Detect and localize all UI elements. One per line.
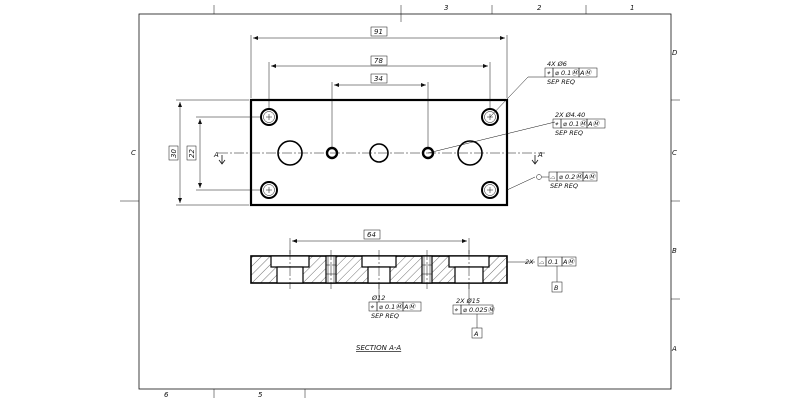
svg-text:⌖: ⌖ bbox=[547, 69, 552, 77]
zone-right-d: D bbox=[672, 49, 678, 57]
svg-text:2X: 2X bbox=[525, 258, 534, 266]
svg-text:AⓂ: AⓂ bbox=[587, 120, 600, 128]
callout-bore-15: 2X Ø15 ⌖ ⌀ 0.025Ⓜ A bbox=[452, 283, 496, 339]
svg-text:⌀ 0.1Ⓜ: ⌀ 0.1Ⓜ bbox=[555, 69, 579, 77]
svg-text:⌀ 0.2Ⓜ: ⌀ 0.2Ⓜ bbox=[559, 173, 583, 181]
plate-outline bbox=[249, 98, 509, 207]
zone-bottom-6: 6 bbox=[164, 391, 169, 399]
section-title: SECTION A-A bbox=[356, 344, 401, 352]
dim-height-inner: 22 bbox=[186, 116, 262, 191]
svg-text:AⓂ: AⓂ bbox=[579, 69, 592, 77]
svg-text:4X Ø6: 4X Ø6 bbox=[547, 60, 567, 68]
callout-holes-6: 4X Ø6 ⌖ ⌀ 0.1Ⓜ AⓂ SEP REQ bbox=[489, 60, 598, 118]
zone-top-3: 3 bbox=[444, 4, 448, 12]
dim-hole-spacing: 78 bbox=[268, 55, 491, 108]
svg-text:A: A bbox=[473, 330, 478, 338]
svg-text:30: 30 bbox=[170, 149, 178, 158]
svg-text:SEP REQ: SEP REQ bbox=[555, 129, 583, 137]
callout-holes-4-40: 2X Ø4.40 ⌖ ⌀ 0.1Ⓜ AⓂ SEP REQ bbox=[427, 111, 606, 154]
svg-text:SEP REQ: SEP REQ bbox=[550, 182, 578, 190]
svg-text:SEP REQ: SEP REQ bbox=[371, 312, 399, 320]
svg-text:⌀ 0.1Ⓜ: ⌀ 0.1Ⓜ bbox=[379, 303, 403, 311]
svg-text:91: 91 bbox=[374, 28, 383, 36]
svg-text:34: 34 bbox=[374, 75, 383, 83]
section-mark-left: A bbox=[213, 151, 219, 159]
zone-markers: 3 2 1 6 5 D C B A C bbox=[131, 4, 678, 399]
svg-text:SEP REQ: SEP REQ bbox=[547, 78, 575, 86]
top-view: A A 91 78 34 bbox=[168, 26, 606, 207]
svg-text:⌖: ⌖ bbox=[370, 303, 375, 311]
zone-bottom-5: 5 bbox=[258, 391, 263, 399]
dim-overall-length: 91 bbox=[250, 26, 508, 98]
dim-inner-spacing: 34 bbox=[331, 73, 429, 147]
svg-text:2X Ø4.40: 2X Ø4.40 bbox=[555, 111, 585, 119]
sheet-border bbox=[120, 5, 680, 398]
callout-profile-section: 2X ⌓ 0.1 AⓂ B bbox=[507, 256, 577, 293]
zone-right-b: B bbox=[672, 247, 677, 255]
svg-text:⌖: ⌖ bbox=[555, 120, 560, 128]
svg-text:Ø12: Ø12 bbox=[371, 294, 385, 302]
svg-text:22: 22 bbox=[188, 149, 196, 158]
dim-section-span: 64 bbox=[289, 229, 470, 254]
svg-text:0.1: 0.1 bbox=[548, 258, 558, 266]
section-view: 64 2X ⌓ 0.1 AⓂ B Ø12 ⌖ ⌀ 0.1Ⓜ AⓂ SEP R bbox=[250, 229, 577, 352]
zone-top-2: 2 bbox=[537, 4, 542, 12]
svg-text:⌖: ⌖ bbox=[454, 306, 459, 314]
zone-left-c: C bbox=[131, 149, 136, 157]
svg-text:2X Ø15: 2X Ø15 bbox=[456, 297, 480, 305]
svg-text:64: 64 bbox=[367, 231, 376, 239]
svg-text:⌀ 0.1Ⓜ: ⌀ 0.1Ⓜ bbox=[563, 120, 587, 128]
zone-top-1: 1 bbox=[630, 4, 634, 12]
svg-text:⌀ 0.025Ⓜ: ⌀ 0.025Ⓜ bbox=[463, 306, 496, 314]
svg-text:⌓: ⌓ bbox=[550, 173, 556, 181]
svg-text:AⓂ: AⓂ bbox=[562, 258, 575, 266]
callout-profile-top: ⌓ ⌀ 0.2Ⓜ AⓂ SEP REQ bbox=[506, 171, 598, 191]
svg-text:78: 78 bbox=[374, 57, 383, 65]
zone-right-c: C bbox=[672, 149, 677, 157]
corner-holes bbox=[260, 108, 499, 199]
svg-text:AⓂ: AⓂ bbox=[583, 173, 596, 181]
dim-height-outer: 30 bbox=[168, 99, 249, 206]
zone-right-a: A bbox=[671, 345, 677, 353]
svg-text:B: B bbox=[554, 284, 559, 292]
callout-bore-12: Ø12 ⌖ ⌀ 0.1Ⓜ AⓂ SEP REQ bbox=[368, 283, 422, 320]
section-mark-right: A bbox=[537, 151, 543, 159]
svg-text:AⓂ: AⓂ bbox=[403, 303, 416, 311]
svg-text:⌓: ⌓ bbox=[539, 258, 545, 266]
